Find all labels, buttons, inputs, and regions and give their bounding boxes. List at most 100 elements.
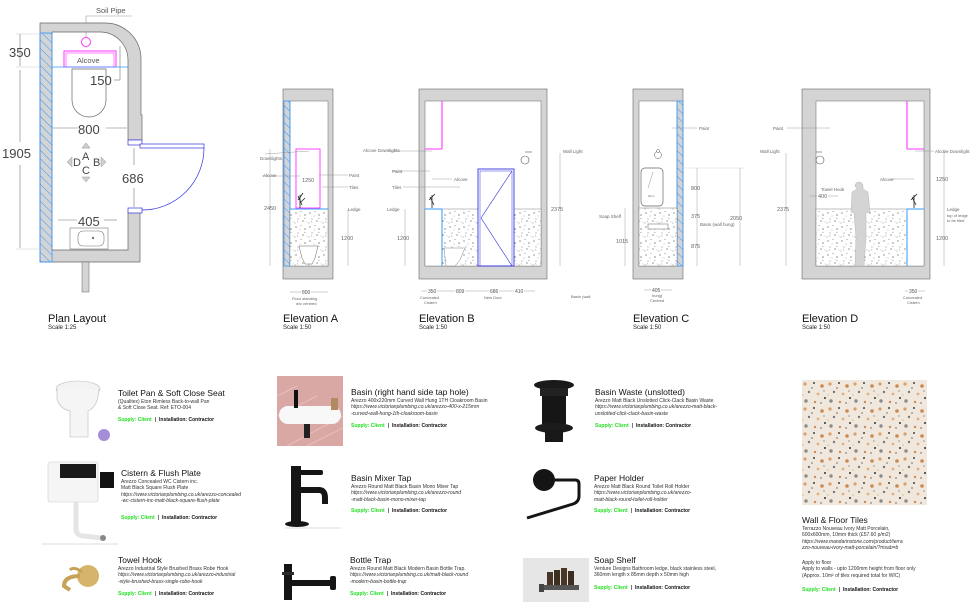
dim-405-c: 405 <box>652 288 661 294</box>
supply-label: Supply: Client <box>594 585 628 591</box>
description-line: Arezzo Round Matt Black Basin Mono Mixer… <box>351 484 459 490</box>
supply-label: Supply: Client <box>351 508 385 514</box>
product-description: Arezzo 400x220mm Curved Wall Hung 1TH Cl… <box>351 398 488 417</box>
product-description: Arezzo Industrial Style Brushed Brass Ro… <box>118 566 235 585</box>
dim-800-a: 800 <box>302 290 311 296</box>
product-name: Bottle Trap <box>350 555 392 565</box>
product-description: Arezzo Matt Black Round Toilet Roll Hold… <box>594 484 691 503</box>
description-line: Terrazzo Nouveau Ivory Matt Porcelain, <box>802 526 890 532</box>
note-c-1: hung) <box>652 293 663 298</box>
tile-application-notes: Apply to floor Apply to walls - upto 120… <box>802 560 916 579</box>
dim-686-b: 686 <box>490 289 499 295</box>
supply-info: Supply: Client|Installation: Contractor <box>350 591 447 597</box>
elevation-d-title: Elevation D <box>802 313 859 325</box>
elevation-d-drawing: Paint Wall Light 2375 Towel Hook 400 Alc… <box>760 88 970 305</box>
product-wall-floor-tiles: Wall & Floor Tiles Terrazzo Nouveau Ivor… <box>800 380 976 603</box>
dim-375-c: 375 <box>691 214 700 220</box>
note-c-2: Centred <box>650 298 664 303</box>
dim-1015-c: 1015 <box>616 239 628 245</box>
paint-label-c: Paint <box>699 126 710 131</box>
product-paper-holder: Paper Holder Arezzo Matt Black Round Toi… <box>517 462 782 532</box>
product-description: Terrazzo Nouveau Ivory Matt Porcelain, 6… <box>802 526 903 551</box>
product-name: Basin Mixer Tap <box>351 473 412 483</box>
bottle-trap-image <box>282 564 336 600</box>
description-line: (Qualitex) Eton Rimless Back-to-wall Pan <box>118 399 210 405</box>
alcove-label-d: Alcove <box>880 177 894 182</box>
note-a-1: Floor standing <box>292 296 317 301</box>
supply-info: Supply: Client|Installation: Contractor <box>802 587 899 593</box>
description-line: Arezzo 400x220mm Curved Wall Hung 1TH Cl… <box>351 398 488 404</box>
dim-400-d: 400 <box>818 194 827 200</box>
product-link[interactable]: -modern-basin-bottle-trap <box>350 578 407 585</box>
elevation-c-scale: Scale 1:50 <box>633 325 662 331</box>
cistern-image <box>42 461 118 545</box>
basin-waste-image <box>534 380 574 442</box>
supply-label: Supply: Client <box>118 417 152 423</box>
product-name: Towel Hook <box>118 555 162 565</box>
description-line: 600x600mm, 10mm thick (£57.60 p/m2) <box>802 532 891 539</box>
product-link[interactable]: https://www.victorianplumbing.co.uk/arez… <box>594 490 692 497</box>
product-link[interactable]: https://www.victorianplumbing.co.uk/arez… <box>351 490 462 497</box>
elevation-c-drawing: Mirror Paint Soap Shelf Basin (wall hung… <box>599 88 745 303</box>
mirror-label: Mirror <box>648 195 655 198</box>
supply-label: Supply: Client <box>595 423 629 429</box>
plan-layout-title: Plan Layout <box>48 313 107 325</box>
ledge-label-d: Ledge <box>947 207 960 212</box>
description-line: 360mm length x 85mm depth x 50mm high <box>594 572 689 579</box>
note-a-2: w/c centred <box>296 301 316 306</box>
supply-info: Supply: Client|Installation: Contractor <box>594 585 691 591</box>
supply-label: Supply: Client <box>121 515 155 521</box>
product-link[interactable]: matt-black-round-toilet-roll-holder <box>594 496 668 503</box>
elevation-b-title: Elevation B <box>419 313 475 325</box>
supply-info: Supply: Client|Installation: Contractor <box>351 423 448 429</box>
product-basin: Basin (right hand side tap hole) Arezzo … <box>277 376 522 446</box>
installation-label: Installation: Contractor <box>159 417 215 423</box>
product-link[interactable]: https://www.victorianplumbing.co.uk/arez… <box>121 491 242 498</box>
paint-label-b: Paint <box>392 169 403 174</box>
product-link[interactable]: https://www.victorianplumbing.co.uk/arez… <box>351 404 480 411</box>
basin-image <box>277 376 343 446</box>
dim-1250-a: 1250 <box>302 178 314 184</box>
view-d-label: D <box>73 157 81 169</box>
towel-hook-label: Towel Hook <box>821 187 845 192</box>
product-link[interactable]: https://www.victorianplumbing.co.uk/arez… <box>118 572 236 579</box>
product-description: Arezzo Round Matt Black Modern Basin Bot… <box>350 566 468 585</box>
dim-2375-b: 2375 <box>551 207 563 213</box>
product-link[interactable]: unslotted-click-clack-basin-waste <box>595 410 669 417</box>
description-line: Matt Black Square Flush Plate <box>121 485 189 492</box>
product-link[interactable]: -curved-wall-hung-1th-cloakroom-basin <box>351 410 438 417</box>
product-link[interactable]: https://www.victorianplumbing.co.uk/arez… <box>595 404 717 411</box>
product-soap-shelf: Soap Shelf Venture Designs Bathroom ledg… <box>517 552 782 602</box>
elevation-a-drawing: Downlights Alcove Paint Tiles Ledge 2450… <box>260 88 361 306</box>
installation-label: Installation: Contractor <box>392 423 448 429</box>
product-link[interactable]: https://www.mandarinstone.com/product/te… <box>802 538 903 545</box>
supply-label: Supply: Client <box>350 591 384 597</box>
dim-2050-c: 2050 <box>730 216 742 222</box>
dim-809-b: 809 <box>456 289 465 295</box>
alcove-downlights-label-b: Alcove Downlights <box>363 148 401 153</box>
description-line: Arezzo Concealed WC Cistern inc. <box>121 479 198 485</box>
product-link[interactable]: -wc-cistern-inc-matt-black-square-flush-… <box>121 497 220 504</box>
product-link[interactable]: -matt-black-basin-mono-mixer-tap <box>351 496 426 503</box>
wall-light-label-b: Wall Light <box>563 149 583 154</box>
description-line: Venture Designs Bathroom ledge, black st… <box>594 566 717 572</box>
installation-label: Installation: Contractor <box>635 508 691 514</box>
note-line: Apply to floor <box>802 560 832 566</box>
dim-350: 350 <box>9 45 31 60</box>
elevation-c-title: Elevation C <box>633 313 690 325</box>
plan-layout-caption: Plan Layout Scale 1:25 <box>48 313 106 331</box>
terrazzo-tile-image <box>802 380 927 505</box>
product-link[interactable]: zzo-nouveau-ivory-matt-porcelain/?msab=b <box>802 544 899 551</box>
product-link[interactable]: https://www.victorianplumbing.co.uk/matt… <box>350 572 469 579</box>
concealed-label-b1: Concealed <box>420 295 439 300</box>
elevation-b-drawing: Alcove Downlights Paint Alcove Tiles Led… <box>363 88 590 305</box>
product-link[interactable]: -style-brushed-brass-single-robe-hook <box>118 578 203 585</box>
installation-label: Installation: Contractor <box>162 515 218 521</box>
dim-1200-b: 1200 <box>397 236 409 242</box>
paint-label-a: Paint <box>349 173 360 178</box>
soil-pipe-label: Soil Pipe <box>96 6 126 15</box>
ledge-note-d1: top of ledge <box>947 213 969 218</box>
supply-info: Supply: Client|Installation: Contractor <box>118 591 215 597</box>
supply-label: Supply: Client <box>594 508 628 514</box>
description-line: Arezzo Matt Black Unslotted Click-Clack … <box>595 398 714 404</box>
